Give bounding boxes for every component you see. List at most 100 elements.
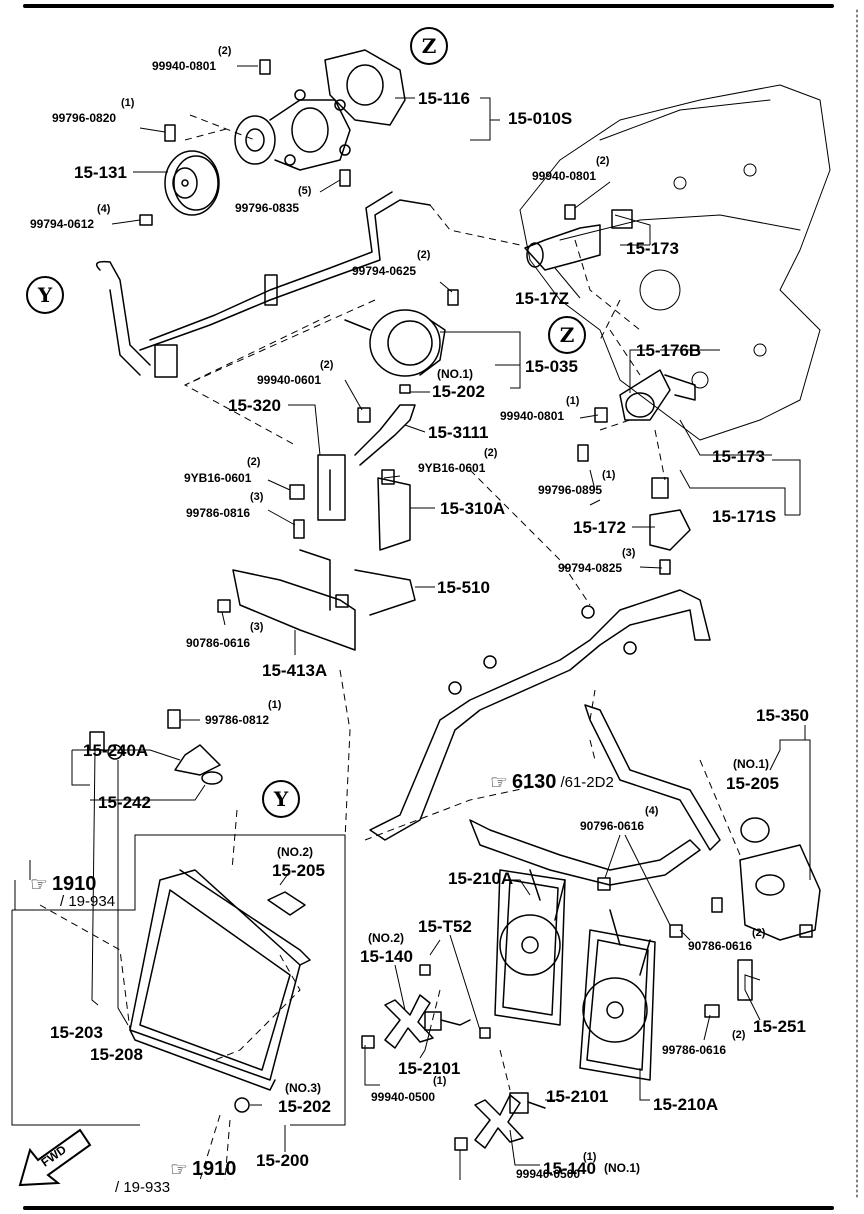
- qty-label: (2): [484, 447, 498, 459]
- reference-1910-bottom[interactable]: ☞ 1910: [170, 1157, 236, 1182]
- part-label: 15-2101: [398, 1059, 461, 1078]
- part-label: 9YB16-0601: [184, 471, 252, 485]
- part-label: 15-010S: [508, 109, 573, 128]
- reference-page: / 19-933: [115, 1179, 171, 1196]
- fan-shroud-1: [494, 869, 566, 1026]
- part-label: 90786-0616: [186, 636, 251, 650]
- qty-label: (3): [622, 547, 636, 559]
- qty-label: (1): [602, 469, 616, 481]
- qty-label: (2): [732, 1029, 746, 1041]
- part-label: 99786-0616: [662, 1043, 727, 1057]
- part-label: 99794-0625: [352, 264, 417, 278]
- part-label: 99786-0816: [186, 506, 251, 520]
- reference-page: / 19-934: [60, 893, 116, 910]
- qty-label: (1): [583, 1151, 597, 1163]
- part-label: 15-205: [726, 774, 779, 793]
- part-label: (NO.1): [437, 367, 473, 381]
- part-label: 15-310A: [440, 499, 506, 518]
- reservoir-tank: [739, 817, 821, 941]
- part-label: 15-202: [432, 382, 485, 401]
- qty-label: (3): [250, 621, 264, 633]
- part-label: 15-242: [98, 793, 151, 812]
- qty-label: (3): [250, 491, 264, 503]
- part-label: 99940-0801: [152, 59, 217, 73]
- part-label: 99796-0820: [52, 111, 117, 125]
- part-label: 90796-0616: [580, 819, 645, 833]
- part-label: 9YB16-0601: [418, 461, 486, 475]
- part-label: 15-320: [228, 396, 281, 415]
- pump-gasket: [324, 49, 406, 126]
- radiator: [129, 869, 311, 1091]
- water-pump: [234, 89, 351, 171]
- part-label: 15-2101: [546, 1087, 609, 1106]
- part-label: 99796-0835: [235, 201, 300, 215]
- part-label: 99940-0801: [500, 409, 565, 423]
- qty-label: (2): [417, 249, 431, 261]
- y-marker-radiator: Y: [262, 780, 300, 818]
- part-label: 15-176B: [636, 341, 702, 360]
- qty-label: (1): [121, 97, 135, 109]
- fan-blade-2: [474, 1094, 524, 1149]
- part-label: 15-350: [756, 706, 809, 725]
- heater-pipe: [139, 191, 431, 351]
- part-label: 15-510: [437, 578, 490, 597]
- mount-plate: [232, 569, 356, 651]
- part-label: 15-203: [50, 1023, 103, 1042]
- part-label: 90786-0616: [688, 939, 753, 953]
- qty-label: (1): [433, 1075, 447, 1087]
- engine-block: [519, 84, 831, 441]
- qty-label: (1): [566, 395, 580, 407]
- part-label: 15-240A: [83, 741, 149, 760]
- reference-page: /61-2D2: [560, 774, 614, 791]
- fwd-arrow: [18, 1128, 92, 1187]
- part-label: 15-202: [278, 1097, 331, 1116]
- radiator-upper-hose: [584, 704, 721, 851]
- z-marker-mid: Z: [548, 316, 586, 354]
- part-label: 99940-0601: [257, 373, 322, 387]
- qty-label: (2): [218, 45, 232, 57]
- part-label: (NO.1): [733, 757, 769, 771]
- part-label: 15-116: [418, 89, 470, 108]
- part-label: 99786-0812: [205, 713, 270, 727]
- aux-pump: [344, 289, 459, 394]
- part-label: 15-172: [573, 518, 626, 537]
- reference-number: 6130: [511, 771, 557, 793]
- part-label: 99794-0612: [30, 217, 95, 231]
- qty-label: (2): [752, 927, 766, 939]
- pointing-hand-icon: ☞: [490, 772, 508, 794]
- part-label: (NO.3): [285, 1081, 321, 1095]
- pointing-hand-icon: ☞: [170, 1159, 188, 1181]
- qty-label: (4): [645, 805, 659, 817]
- reference-number: 1910: [51, 873, 97, 895]
- part-label: 15-131: [74, 163, 127, 182]
- qty-label: (5): [298, 185, 312, 197]
- part-label: 15-251: [753, 1017, 806, 1036]
- part-label: 99940-0500: [371, 1090, 436, 1104]
- part-label: 15-140: [360, 947, 413, 966]
- part-label: 99940-0500: [516, 1167, 581, 1181]
- part-label: 15-140: [543, 1159, 596, 1178]
- reference-number: 1910: [191, 1158, 237, 1180]
- part-label: 15-173: [712, 447, 765, 466]
- part-label: 99796-0895: [538, 483, 603, 497]
- part-label: (NO.1): [604, 1161, 640, 1175]
- part-label: 15-T52: [418, 917, 472, 936]
- part-label: (NO.2): [368, 931, 404, 945]
- fan-blade-1: [384, 994, 434, 1049]
- radiator-lower-hose: [369, 589, 711, 841]
- qty-label: (2): [596, 155, 610, 167]
- part-label: 99940-0801: [532, 169, 597, 183]
- part-label: 15-3111: [428, 423, 489, 442]
- part-label: 15-205: [272, 861, 325, 880]
- qty-label: (1): [268, 699, 282, 711]
- reference-1910-top[interactable]: ☞ 1910: [30, 872, 96, 897]
- qty-label: (2): [247, 456, 261, 468]
- part-label: 99794-0825: [558, 561, 623, 575]
- pointing-hand-icon: ☞: [30, 874, 48, 896]
- part-label: 15-17Z: [515, 289, 569, 308]
- z-marker-top: Z: [410, 27, 448, 65]
- reference-6130[interactable]: ☞ 6130 /61-2D2: [490, 770, 614, 795]
- part-label: 15-210A: [448, 869, 514, 888]
- qty-label: (4): [97, 203, 111, 215]
